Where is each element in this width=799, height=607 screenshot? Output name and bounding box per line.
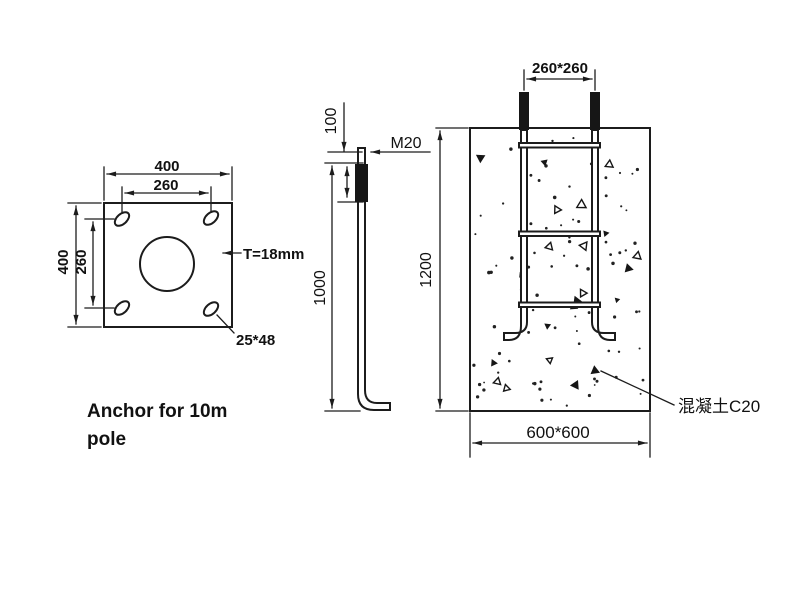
bolt-length-label: 1000 bbox=[312, 270, 329, 306]
foundation-depth-dim: 1200 bbox=[418, 127, 469, 412]
tie-bar-bottom bbox=[518, 301, 601, 308]
slot-hole-top-right bbox=[202, 210, 220, 226]
caption-line-2: pole bbox=[87, 429, 126, 450]
slot-hole-top-left bbox=[113, 211, 131, 227]
plate-outline bbox=[103, 202, 233, 328]
slot-size-label: 25*48 bbox=[236, 332, 275, 349]
foundation-footprint-dim: 600*600 bbox=[469, 412, 651, 458]
bolt-exposed-length-dim: 100 bbox=[323, 102, 347, 152]
concrete-outline bbox=[469, 127, 651, 412]
bolt-side-thread-section bbox=[355, 164, 368, 202]
plate-width-dim-label: 400 bbox=[154, 158, 179, 175]
plate-hole-spacing-h-label: 260 bbox=[153, 177, 178, 194]
caption: Anchor for 10m pole bbox=[87, 401, 227, 450]
concrete-grade-label: 混凝土C20 bbox=[678, 397, 760, 416]
plate-height-dim-label: 400 bbox=[55, 249, 72, 274]
caption-line-1: Anchor for 10m bbox=[87, 401, 227, 422]
foundation-depth-label: 1200 bbox=[418, 252, 435, 288]
bolt-left-thread-top bbox=[519, 92, 529, 130]
foundation-section-view: 260*260 1200 600*600 混凝土C20 bbox=[418, 60, 760, 458]
embedded-bolt-left bbox=[503, 129, 528, 341]
plate-thickness-leader: T=18mm bbox=[222, 246, 304, 263]
plate-height-dim: 400 bbox=[55, 202, 102, 328]
slot-hole-bottom-right bbox=[202, 301, 220, 317]
foundation-footprint-label: 600*600 bbox=[526, 423, 589, 442]
plate-hole-spacing-v-label: 260 bbox=[73, 249, 90, 274]
pole-hole-circle bbox=[139, 236, 195, 292]
plate-hole-spacing-v-dim: 260 bbox=[73, 218, 115, 309]
concrete-grade-leader: 混凝土C20 bbox=[600, 370, 760, 416]
tie-bar-middle bbox=[518, 230, 601, 237]
slot-size-leader: 25*48 bbox=[216, 314, 275, 349]
slot-hole-bottom-left bbox=[113, 300, 131, 316]
anchor-bolt-side-view: 100 M20 1000 bbox=[312, 102, 431, 412]
bolt-thread-spec-label: M20 bbox=[390, 135, 421, 152]
bolt-right-thread-top bbox=[590, 92, 600, 130]
bolt-length-dim: 1000 bbox=[312, 165, 335, 409]
plate-thickness-label: T=18mm bbox=[243, 246, 304, 263]
plate-width-dim: 400 bbox=[103, 158, 233, 201]
bolt-thread-spec-leader: M20 bbox=[370, 135, 431, 155]
foundation-bolt-spacing-label: 260*260 bbox=[532, 60, 588, 77]
plate-hole-spacing-h-dim: 260 bbox=[121, 177, 212, 213]
embedded-bolt-right bbox=[591, 129, 616, 341]
base-plate-view: 400 260 400 260 T=18mm 25 bbox=[55, 158, 304, 349]
bolt-exposed-length-label: 100 bbox=[323, 108, 340, 135]
tie-bar-top bbox=[518, 142, 601, 149]
foundation-bolt-spacing-dim: 260*260 bbox=[523, 60, 596, 91]
